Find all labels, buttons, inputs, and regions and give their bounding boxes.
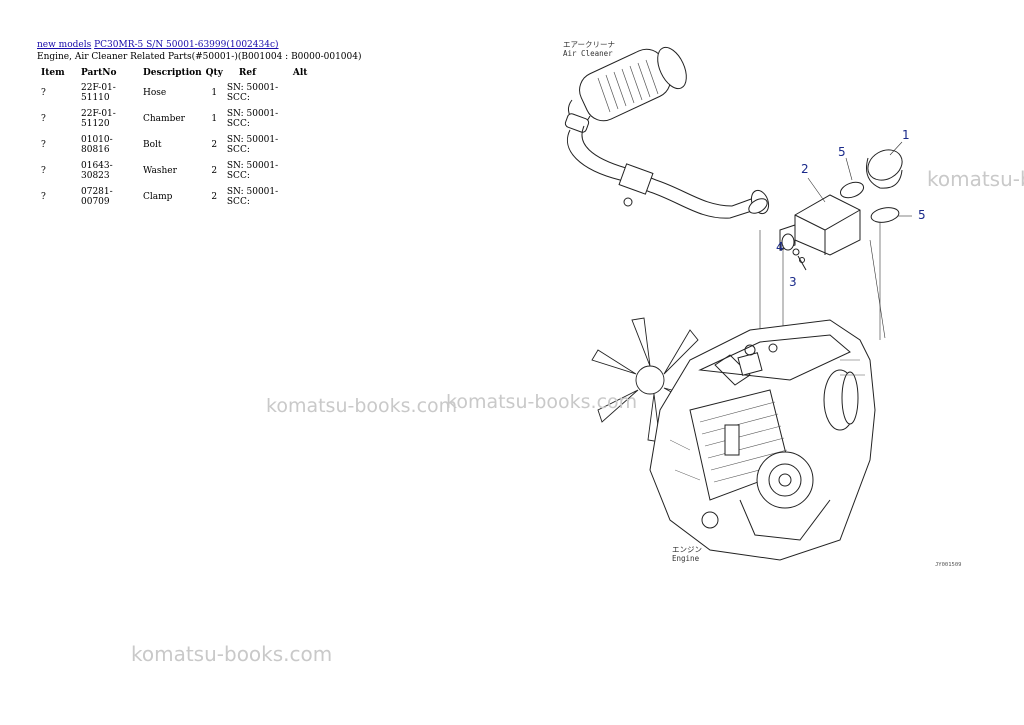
ref-sn: SN: 50001- xyxy=(226,83,279,93)
cell-description: Hose xyxy=(143,88,167,98)
col-alt: Alt xyxy=(292,68,308,78)
cell-alt xyxy=(291,184,315,210)
watermark: komatsu-books.com xyxy=(446,391,638,413)
col-ref: Ref xyxy=(238,68,256,78)
clamp-drawing xyxy=(748,181,900,223)
col-item: Item xyxy=(41,68,65,78)
engine-drawing xyxy=(591,317,876,561)
table-row: ? 07281-00709 Clamp 2 SN: 50001-SCC: xyxy=(37,184,315,210)
cell-qty: 1 xyxy=(211,88,218,98)
table-row: ? 22F-01-51120 Chamber 1 SN: 50001-SCC: xyxy=(37,106,315,132)
cell-description: Chamber xyxy=(143,114,185,124)
cell-item: ? xyxy=(41,140,46,150)
bolt-washer-drawing xyxy=(792,248,807,271)
watermark: komatsu-books.com xyxy=(266,395,458,417)
engine-label-en: Engine xyxy=(672,554,700,563)
callout-4: 4 xyxy=(776,240,784,254)
watermark: komatsu-books.com xyxy=(131,642,333,666)
cell-alt xyxy=(291,80,315,106)
cell-ref: SN: 50001-SCC: xyxy=(225,106,291,132)
col-qty: Qty xyxy=(205,68,223,78)
cell-ref: SN: 50001-SCC: xyxy=(225,184,291,210)
parts-diagram xyxy=(564,46,912,561)
cell-item: ? xyxy=(41,114,46,124)
ref-scc: SCC: xyxy=(226,119,250,129)
cell-partno: 01010-80816 xyxy=(81,135,113,155)
table-row: ? 01010-80816 Bolt 2 SN: 50001-SCC: xyxy=(37,132,315,158)
cell-description: Bolt xyxy=(143,140,162,150)
cell-partno: 22F-01-51120 xyxy=(81,109,116,129)
cell-ref: SN: 50001-SCC: xyxy=(225,132,291,158)
cell-qty: 1 xyxy=(211,114,218,124)
chamber-drawing xyxy=(779,194,861,256)
page-subtitle: Engine, Air Cleaner Related Parts(#50001… xyxy=(37,52,362,62)
ref-scc: SCC: xyxy=(226,171,250,181)
ref-sn: SN: 50001- xyxy=(226,135,279,145)
breadcrumb: new models PC30MR-5 S/N 50001-63999(1002… xyxy=(37,40,279,50)
air-cleaner-label-jp: エアークリーナ xyxy=(563,40,616,49)
breadcrumb-link-new-models[interactable]: new models xyxy=(37,40,92,50)
cell-alt xyxy=(291,158,315,184)
table-row: ? 22F-01-51110 Hose 1 SN: 50001-SCC: xyxy=(37,80,315,106)
callout-5-top: 5 xyxy=(838,145,846,159)
cell-description: Clamp xyxy=(143,192,173,202)
ref-sn: SN: 50001- xyxy=(226,161,279,171)
cell-qty: 2 xyxy=(211,192,218,202)
ref-sn: SN: 50001- xyxy=(226,187,279,197)
cell-ref: SN: 50001-SCC: xyxy=(225,158,291,184)
intake-hose-drawing xyxy=(567,125,770,219)
callout-5-right: 5 xyxy=(918,208,926,222)
cell-partno: 22F-01-51110 xyxy=(81,83,116,103)
hose-part-drawing xyxy=(866,149,903,189)
cell-qty: 2 xyxy=(211,166,218,176)
cell-partno: 07281-00709 xyxy=(81,187,113,207)
cell-ref: SN: 50001-SCC: xyxy=(225,80,291,106)
callout-3: 3 xyxy=(789,275,797,289)
air-cleaner-label-en: Air Cleaner xyxy=(563,49,613,58)
ref-scc: SCC: xyxy=(226,93,250,103)
table-row: ? 01643-30823 Washer 2 SN: 50001-SCC: xyxy=(37,158,315,184)
cell-description: Washer xyxy=(143,166,177,176)
air-cleaner-label: エアークリーナ Air Cleaner xyxy=(563,40,615,58)
cell-alt xyxy=(291,132,315,158)
cell-qty: 2 xyxy=(211,140,218,150)
cell-item: ? xyxy=(41,166,46,176)
air-cleaner-drawing xyxy=(564,46,687,133)
drawing-code: JY001509 xyxy=(935,562,962,568)
callout-2: 2 xyxy=(801,162,809,176)
ref-scc: SCC: xyxy=(226,197,250,207)
cell-alt xyxy=(291,106,315,132)
cell-partno: 01643-30823 xyxy=(81,161,113,181)
ref-scc: SCC: xyxy=(226,145,250,155)
callout-1: 1 xyxy=(902,128,910,142)
cell-item: ? xyxy=(41,88,46,98)
col-partno: PartNo xyxy=(81,68,117,78)
engine-label-jp: エンジン xyxy=(672,545,702,554)
watermark: komatsu-books.com xyxy=(927,167,1024,191)
parts-table: Item PartNo Description Qty Ref Alt ? 22… xyxy=(37,66,315,210)
cell-item: ? xyxy=(41,192,46,202)
engine-label: エンジン Engine xyxy=(672,545,702,563)
ref-sn: SN: 50001- xyxy=(226,109,279,119)
breadcrumb-link-model[interactable]: PC30MR-5 S/N 50001-63999(1002434c) xyxy=(94,40,279,50)
table-header-row: Item PartNo Description Qty Ref Alt xyxy=(37,66,315,80)
col-description: Description xyxy=(143,68,202,78)
